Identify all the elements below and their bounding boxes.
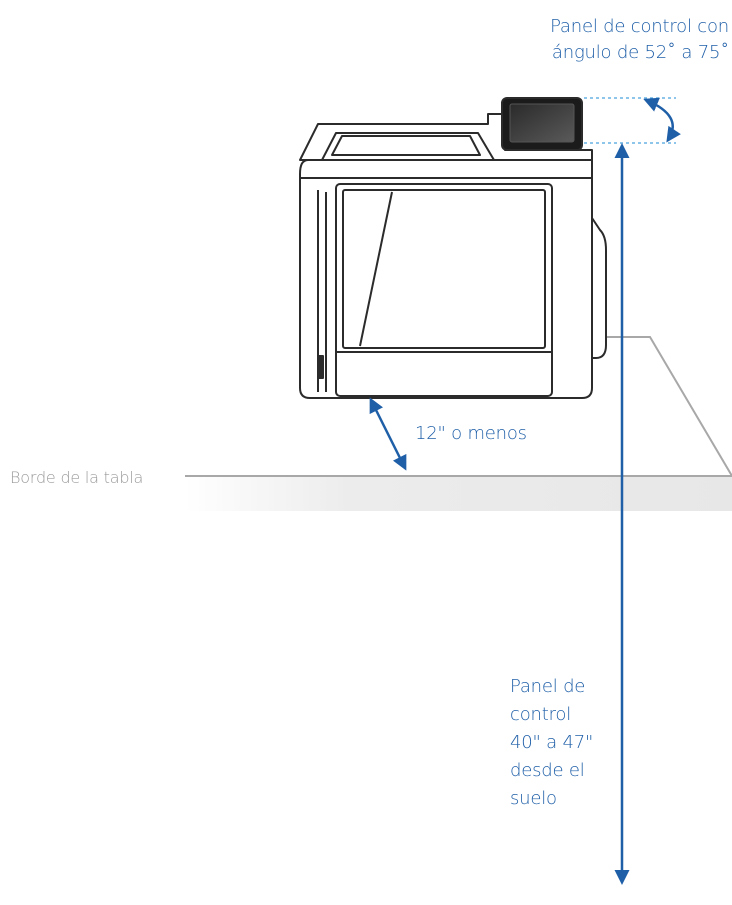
front-door-inner [342,189,546,349]
height-label-line-3: 40" a 47" [510,732,594,753]
height-label-line-5: suelo [510,788,557,809]
table-edge-label: Borde de la tabla [10,468,144,487]
angle-label-line-2: ángulo de 52˚ a 75˚ [551,42,729,63]
front-door-diagonal [359,191,393,347]
power-indicator [318,355,324,379]
height-label-line-1: Panel de [510,676,586,697]
reach-distance-label: 12" o menos [415,423,527,444]
control-panel-angle-label: Panel de control con ángulo de 52˚ a 75˚ [550,14,729,66]
angle-label-line-1: Panel de control con [550,16,729,37]
control-panel-height-label: Panel de control 40" a 47" desde el suel… [510,673,593,813]
output-paper [331,135,481,156]
table-outline [600,336,732,477]
height-label-line-2: control [510,704,571,725]
control-panel-screen [509,103,575,143]
angle-arc-arrow [643,97,681,143]
angle-guides [584,97,676,144]
table-front-face [185,477,732,511]
height-label-line-4: desde el [510,760,585,781]
table [185,336,732,511]
printer-illustration [299,97,607,399]
printer-side-panel [591,217,607,359]
distance-arrow [369,397,407,471]
